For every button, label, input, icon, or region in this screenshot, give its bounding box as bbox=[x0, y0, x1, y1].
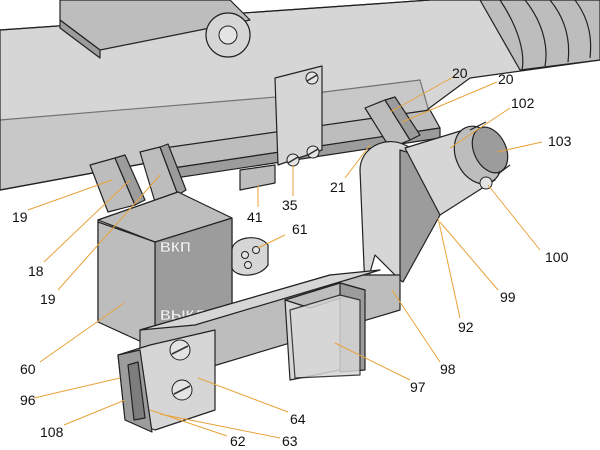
callout-99: 99 bbox=[500, 289, 516, 305]
callout-102: 102 bbox=[511, 95, 535, 111]
callout-63: 63 bbox=[282, 433, 298, 449]
scope-eyepiece bbox=[479, 0, 600, 71]
callout-97: 97 bbox=[410, 379, 426, 395]
rail-block-41 bbox=[239, 164, 276, 191]
ring-clamp-right bbox=[364, 96, 421, 149]
callout-21: 21 bbox=[330, 179, 346, 195]
screw-icon bbox=[171, 379, 193, 401]
callout-64: 64 bbox=[290, 411, 306, 427]
leader-lines bbox=[27, 75, 543, 439]
callout-100: 100 bbox=[545, 249, 569, 265]
screw-icon bbox=[305, 71, 319, 85]
callout-18: 18 bbox=[28, 263, 44, 279]
callout-108: 108 bbox=[40, 424, 64, 440]
ring-clamp-left bbox=[89, 143, 187, 213]
callout-62: 62 bbox=[230, 433, 246, 449]
screw-icon bbox=[306, 145, 320, 159]
bottom-bracket bbox=[117, 329, 216, 433]
callout-19-upper: 19 bbox=[12, 209, 28, 225]
callout-20-upper: 20 bbox=[452, 65, 468, 81]
callout-60: 60 bbox=[20, 361, 36, 377]
callout-92: 92 bbox=[458, 319, 474, 335]
screw-icon bbox=[169, 339, 191, 361]
screw-icon bbox=[286, 153, 300, 167]
callout-19-lower: 19 bbox=[40, 291, 56, 307]
switch-label-on: ВКП bbox=[160, 239, 191, 256]
callout-98: 98 bbox=[440, 361, 456, 377]
callout-35: 35 bbox=[282, 197, 298, 213]
callout-96: 96 bbox=[20, 392, 36, 408]
callout-20-lower: 20 bbox=[498, 71, 514, 87]
plate-61 bbox=[231, 237, 269, 276]
callout-103: 103 bbox=[548, 133, 572, 149]
callout-41: 41 bbox=[247, 209, 263, 225]
block-97 bbox=[284, 282, 366, 381]
top-mount-block bbox=[59, 0, 251, 59]
callout-61: 61 bbox=[292, 221, 308, 237]
callout-labels: 20 20 102 103 21 35 41 19 18 19 61 100 9… bbox=[12, 65, 572, 449]
illuminator-cylinder bbox=[404, 121, 511, 216]
mount-plate-35 bbox=[274, 65, 323, 167]
